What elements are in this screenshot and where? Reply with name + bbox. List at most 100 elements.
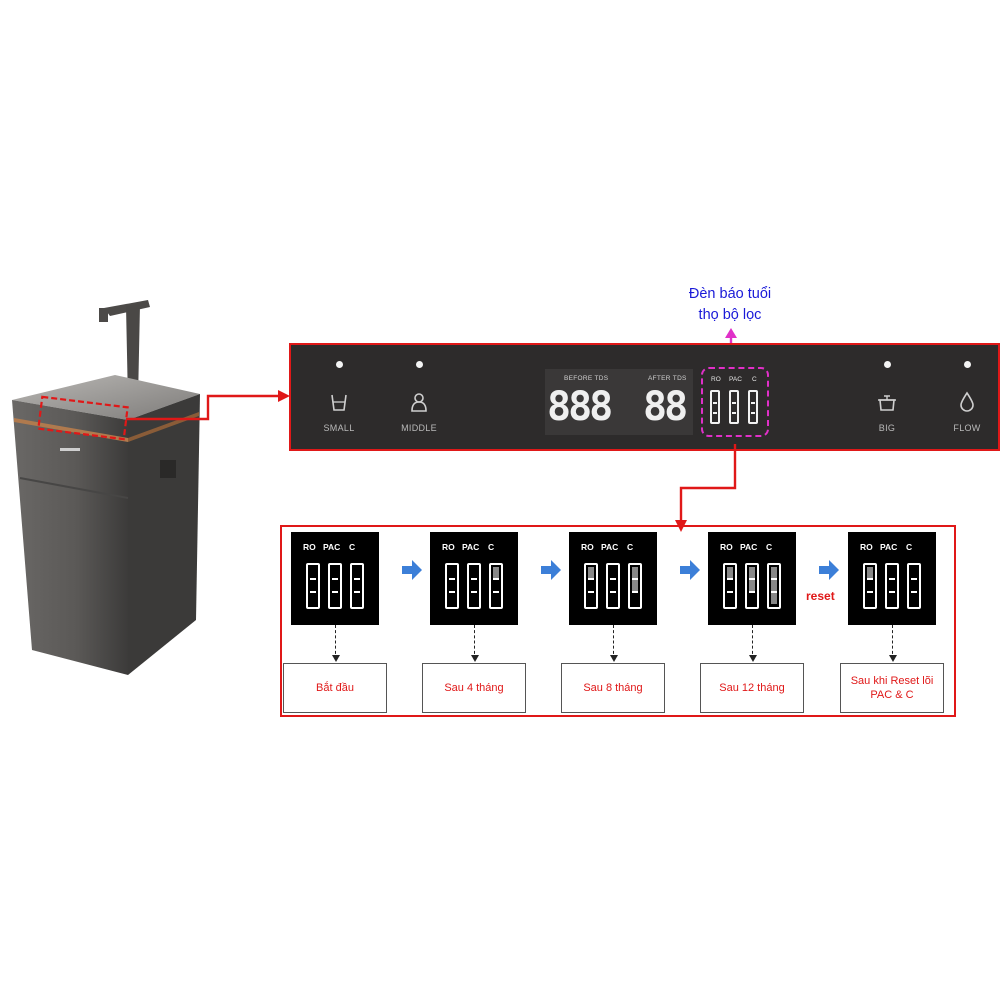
pac-life-bar bbox=[328, 563, 342, 609]
c-life-bar bbox=[489, 563, 503, 609]
stage-caption-text: Sau 4 tháng bbox=[444, 682, 504, 694]
dashed-arrowhead bbox=[889, 655, 897, 662]
pot-icon bbox=[878, 395, 896, 411]
dashed-connector bbox=[613, 625, 614, 659]
reset-label: reset bbox=[806, 589, 835, 603]
stage-5-caption: Sau khi Reset lõi PAC & C bbox=[840, 663, 944, 713]
ro-life-bar bbox=[863, 563, 877, 609]
c-label: C bbox=[906, 542, 913, 552]
stage-arrow-4 bbox=[819, 560, 839, 580]
pac-life-bar bbox=[467, 563, 481, 609]
cup-icon bbox=[331, 394, 347, 411]
c-label: C bbox=[627, 542, 634, 552]
control-panel: SMALL MIDDLE BEFORE TDS AFTER TDS 888 88… bbox=[289, 343, 1000, 451]
flow-button[interactable]: FLOW bbox=[927, 345, 1000, 449]
c-life-bar bbox=[767, 563, 781, 609]
pac-label: PAC bbox=[323, 542, 341, 552]
pac-bar bbox=[729, 390, 739, 424]
dashed-arrowhead bbox=[749, 655, 757, 662]
ro-life-bar bbox=[584, 563, 598, 609]
dashed-arrowhead bbox=[610, 655, 618, 662]
stage-arrow-3 bbox=[680, 560, 700, 580]
stage-5-indicator: RO PAC C bbox=[848, 532, 936, 625]
indicator-dot bbox=[883, 361, 891, 368]
c-depleted-fill bbox=[771, 567, 777, 604]
c-life-bar bbox=[350, 563, 364, 609]
middle-button[interactable]: MIDDLE bbox=[379, 345, 459, 449]
callout-line-2: thọ bộ lọc bbox=[698, 307, 762, 323]
ro-label: RO bbox=[303, 542, 316, 552]
water-purifier-image bbox=[12, 300, 200, 675]
ro-label: RO bbox=[860, 542, 873, 552]
small-label: SMALL bbox=[323, 423, 355, 433]
dashed-connector bbox=[752, 625, 753, 659]
stage-2-indicator: RO PAC C bbox=[430, 532, 518, 625]
c-label: C bbox=[488, 542, 495, 552]
ro-life-bar bbox=[445, 563, 459, 609]
stage-caption-text: Sau 8 tháng bbox=[583, 682, 643, 694]
filter-life-indicator: RO PAC C bbox=[701, 367, 769, 437]
stage-2-caption: Sau 4 tháng bbox=[422, 663, 526, 713]
big-button[interactable]: BIG bbox=[847, 345, 927, 449]
c-label: C bbox=[349, 542, 356, 552]
before-tds-digits: 888 bbox=[547, 384, 613, 430]
stage-4-indicator: RO PAC C bbox=[708, 532, 796, 625]
c-life-bar bbox=[628, 563, 642, 609]
stage-arrow-2 bbox=[541, 560, 561, 580]
middle-label: MIDDLE bbox=[401, 423, 437, 433]
stage-4-caption: Sau 12 tháng bbox=[700, 663, 804, 713]
connector-arrow-to-panel bbox=[126, 390, 290, 421]
dashed-connector bbox=[474, 625, 475, 659]
c-label: C bbox=[766, 542, 773, 552]
stage-caption-text: Sau 12 tháng bbox=[719, 682, 785, 694]
c-bar bbox=[748, 390, 758, 424]
ro-depleted-fill bbox=[867, 567, 873, 580]
indicator-dot bbox=[963, 361, 971, 368]
pac-label: PAC bbox=[729, 376, 742, 383]
stage-3-caption: Sau 8 tháng bbox=[561, 663, 665, 713]
pac-label: PAC bbox=[601, 542, 619, 552]
drop-icon bbox=[960, 391, 974, 412]
stage-arrow-1 bbox=[402, 560, 422, 580]
stage-1-indicator: RO PAC C bbox=[291, 532, 379, 625]
big-label: BIG bbox=[878, 423, 896, 433]
dashed-connector bbox=[335, 625, 336, 659]
ro-label: RO bbox=[711, 376, 721, 383]
c-label: C bbox=[752, 376, 757, 383]
stage-caption-text: Sau khi Reset lõi PAC & C bbox=[850, 675, 934, 701]
after-tds-digits: 88 bbox=[643, 384, 688, 430]
pac-life-bar bbox=[745, 563, 759, 609]
pac-life-bar bbox=[885, 563, 899, 609]
pac-label: PAC bbox=[740, 542, 758, 552]
filter-stages-diagram: reset RO PAC C Bắt đầu RO PAC C Sau 4 tháng RO PA… bbox=[280, 525, 956, 717]
flow-label: FLOW bbox=[953, 423, 981, 433]
ro-life-bar bbox=[723, 563, 737, 609]
callout-line-1: Đèn báo tuổi bbox=[688, 286, 772, 302]
stage-caption-text: Bắt đầu bbox=[316, 682, 354, 694]
pac-life-bar bbox=[606, 563, 620, 609]
ro-bar bbox=[710, 390, 720, 424]
ro-depleted-fill bbox=[727, 567, 733, 580]
c-life-bar bbox=[907, 563, 921, 609]
ro-label: RO bbox=[720, 542, 733, 552]
ro-life-bar bbox=[306, 563, 320, 609]
stage-1-caption: Bắt đầu bbox=[283, 663, 387, 713]
ro-label: RO bbox=[581, 542, 594, 552]
dashed-arrowhead bbox=[471, 655, 479, 662]
dashed-connector bbox=[892, 625, 893, 659]
indicator-dot bbox=[415, 361, 423, 368]
tds-display bbox=[545, 369, 693, 435]
filter-life-callout: Đèn báo tuổi thọ bộ lọc bbox=[640, 284, 820, 326]
connector-arrow-to-stages bbox=[675, 444, 737, 532]
stage-3-indicator: RO PAC C bbox=[569, 532, 657, 625]
indicator-dot bbox=[335, 361, 343, 368]
ro-label: RO bbox=[442, 542, 455, 552]
bottle-icon bbox=[411, 393, 427, 412]
dashed-arrowhead bbox=[332, 655, 340, 662]
small-button[interactable]: SMALL bbox=[299, 345, 379, 449]
c-depleted-fill bbox=[493, 567, 499, 580]
pac-label: PAC bbox=[462, 542, 480, 552]
before-tds-label: BEFORE TDS bbox=[564, 375, 609, 382]
pac-label: PAC bbox=[880, 542, 898, 552]
after-tds-label: AFTER TDS bbox=[648, 375, 687, 382]
